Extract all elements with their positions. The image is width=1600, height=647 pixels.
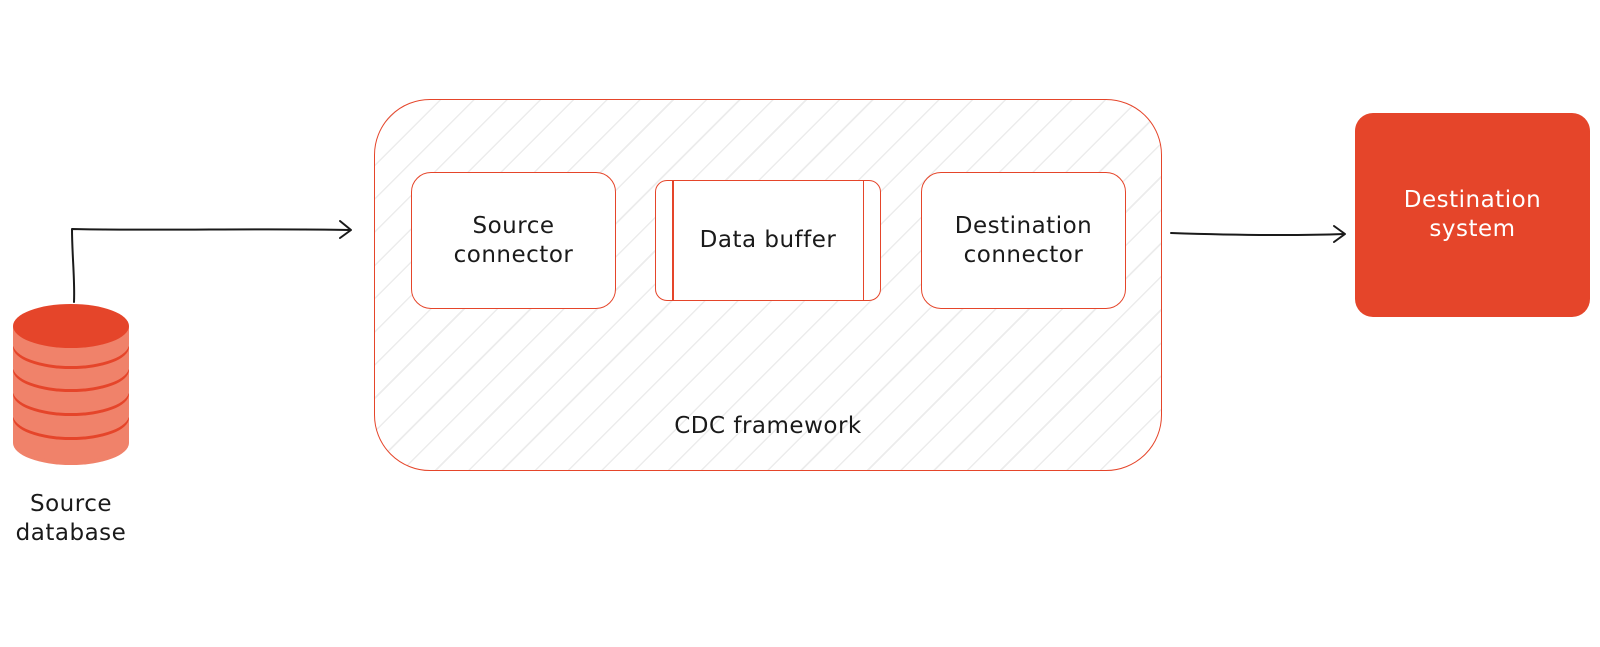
framework-to-destination-arrowhead — [1333, 225, 1346, 243]
cdc-framework-label: CDC framework — [674, 413, 862, 439]
data-buffer-label: Data buffer — [699, 227, 837, 253]
database-icon — [13, 304, 129, 465]
destination-connector-box: Destination connector — [921, 172, 1126, 309]
data-buffer-left-bar — [672, 181, 674, 300]
destination-connector-label-line1: Destination — [954, 212, 1093, 239]
data-buffer-box: Data buffer — [655, 180, 881, 301]
framework-to-destination-arrow — [1170, 232, 1345, 237]
source-connector-label-line1: Source — [472, 212, 555, 239]
db-to-framework-arrow — [71, 228, 351, 303]
data-buffer-right-bar — [862, 181, 864, 300]
source-database-label-line1: Source — [30, 491, 112, 517]
source-database-label: Source database — [0, 490, 142, 548]
source-connector-box: Source connector — [411, 172, 616, 309]
destination-system-box: Destination system — [1355, 113, 1590, 317]
db-to-framework-arrowhead — [339, 220, 352, 239]
destination-system-label-line1: Destination — [1403, 187, 1542, 213]
destination-connector-label-line2: connector — [963, 241, 1084, 268]
destination-system-label-line2: system — [1429, 216, 1516, 242]
source-database-label-line2: database — [15, 520, 127, 546]
source-connector-label-line2: connector — [453, 241, 574, 268]
